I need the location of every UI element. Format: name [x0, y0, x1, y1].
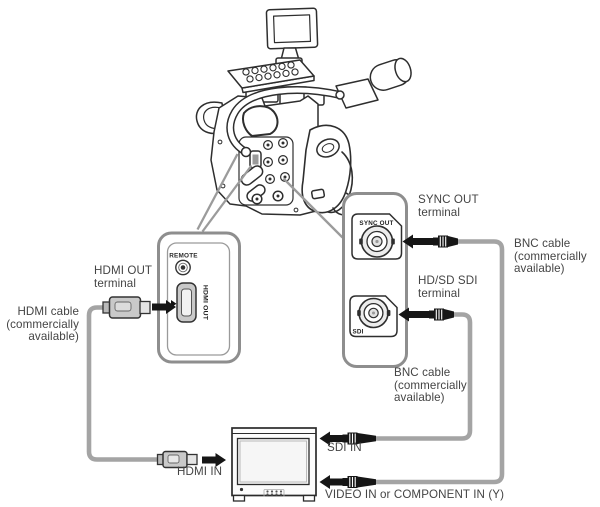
hdmi-cable: [86, 305, 164, 462]
sync-out-bnc-connector: [359, 225, 395, 258]
bnc-plug: [342, 432, 376, 445]
bnc-cable-bottom-label: BNC cable (commercially available): [394, 366, 467, 405]
bnc-cable-sync-to-video: [373, 239, 505, 485]
callout-lines: [196, 153, 344, 239]
callout-line: [196, 153, 239, 231]
sdi-port-label: SDI: [353, 329, 364, 336]
remote-jack: [175, 259, 191, 276]
hdmi-in-label: HDMI IN: [177, 465, 223, 478]
camera-keypad: [227, 59, 315, 94]
external-monitor: [231, 427, 317, 502]
cables: [86, 239, 505, 485]
bnc-plug: [342, 476, 376, 488]
arrow-right-icon: [202, 453, 226, 467]
arrow-left-icon: [319, 475, 343, 489]
hdmi-out-port: [176, 282, 197, 323]
arrow-left-icon: [398, 307, 429, 322]
camera-illustration: [195, 7, 412, 216]
bnc-cable-right-label: BNC cable (commercially available): [514, 237, 587, 276]
monitor-foot: [232, 494, 246, 502]
sdi-in-label: SDI IN: [327, 440, 362, 454]
callout-line: [201, 164, 253, 233]
remote-terminal-label: REMOTE: [169, 253, 198, 260]
hdmi-terminal-panel: REMOTE HDMI OUT: [157, 231, 241, 364]
bnc-cable-sdi-to-sdiin: [373, 312, 473, 441]
hd-sd-sdi-terminal-label: HD/SD SDI terminal: [418, 274, 478, 300]
sdi-terminal-panel: SYNC OUT SDI: [342, 192, 408, 368]
hdmi-out-port-label: HDMI OUT: [202, 285, 209, 321]
arrow-left-icon: [402, 234, 433, 249]
hdmi-out-terminal-label: HDMI OUT terminal: [94, 264, 153, 290]
hdmi-plug-bottom: [156, 450, 198, 469]
power-led: [239, 487, 244, 492]
video-in-label: VIDEO IN or COMPONENT IN (Y): [325, 488, 505, 501]
bnc-plug: [433, 235, 458, 248]
bnc-plug: [429, 308, 454, 321]
sdi-bnc-connector: [357, 297, 391, 329]
camera-handle-tube: [226, 86, 345, 158]
camera-lcd: [265, 7, 319, 50]
monitor-screen: [236, 437, 310, 486]
sync-out-terminal-label: SYNC OUT terminal: [418, 193, 479, 219]
arrows: [152, 234, 433, 489]
camera-grip: [301, 124, 355, 216]
sdi-terminal: SDI: [349, 295, 398, 338]
camera-viewfinder: [335, 57, 412, 109]
hdmi-plug-top: [102, 296, 151, 319]
callout-line: [282, 177, 344, 239]
arrow-right-icon: [152, 300, 176, 314]
monitor-vents: [263, 489, 285, 497]
sync-out-terminal: SYNC OUT: [351, 213, 403, 260]
hdmi-cable-label: HDMI cable (commercially available): [6, 305, 79, 344]
sync-out-port-label: SYNC OUT: [359, 220, 393, 227]
arrow-left-icon: [319, 431, 343, 446]
monitor-foot: [302, 494, 316, 502]
